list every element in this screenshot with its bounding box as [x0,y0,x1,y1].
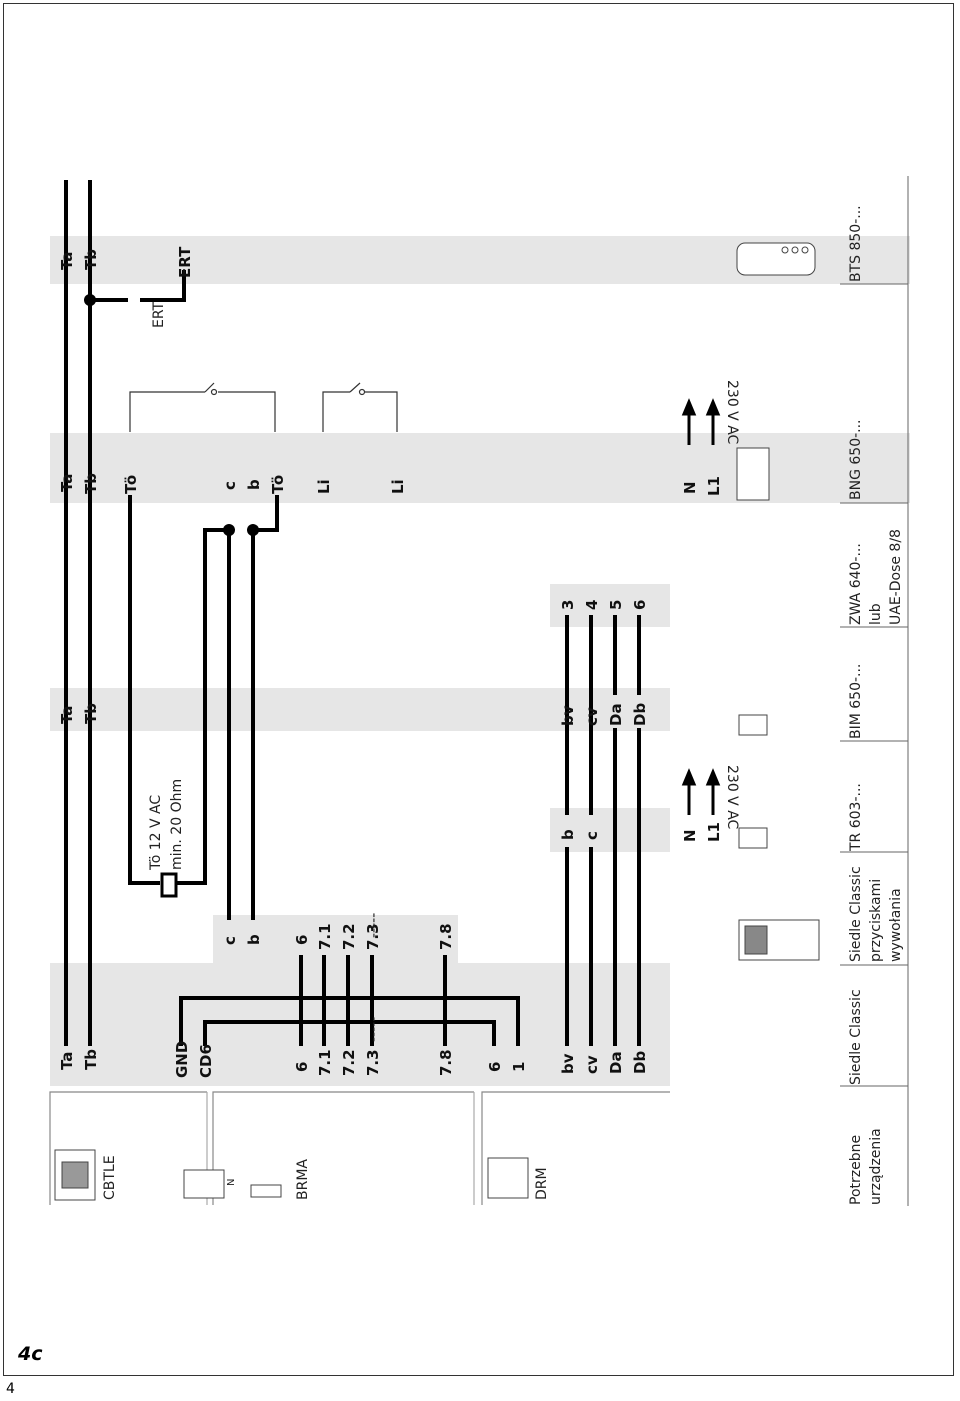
footer-col4: TR 603-... [848,783,864,852]
ert-label: ERT [151,301,167,328]
bng-b: b [245,479,263,490]
term-da: Da [607,1051,625,1074]
footer-col6-l2: lub [868,603,884,625]
voltage-label-2: 230 V AC [724,380,740,445]
term-6-2: 6 [293,935,311,945]
term-db: Db [631,1051,649,1074]
tr-icon [738,827,768,849]
page-number: 4 [6,1381,15,1397]
term-tb-1: Tb [82,1049,100,1070]
bng-tb: Tb [82,473,100,494]
term-7-2-2: 7.2 [340,923,358,950]
footer-col3-l2: przyciskami [868,879,884,962]
term-cd6: CD6 [197,1044,215,1078]
brma-icon [183,1169,225,1199]
term-cv: cv [583,1055,601,1074]
junction-dots [84,294,259,536]
bng-to: Tö [122,475,140,494]
term-gnd: GND [173,1041,191,1078]
bim-bv: bv [559,705,577,726]
tr-c: c [583,831,601,840]
device-boxes [49,1091,670,1205]
bng-to-2: Tö [269,475,287,494]
bng-n: N [681,481,699,494]
term-c-2: c [221,936,239,945]
wires [64,180,641,1046]
footer-col6-l3: UAE-Dose 8/8 [888,529,904,625]
resistor-icon [160,872,178,898]
zwa-6: 6 [631,600,649,610]
bts-ta: Ta [58,252,76,270]
footer-col1-l2: urządzenia [868,1128,884,1205]
term-bv: bv [559,1053,577,1074]
footer-col3-l1: Siedle Classic [848,866,864,962]
bng-c: c [221,481,239,490]
bng-li-2: Li [389,479,407,494]
tr-b: b [559,829,577,840]
term-6b: 6 [486,1062,504,1072]
device-drm: DRM [534,1167,550,1200]
bng-ta: Ta [58,474,76,492]
bng-l1: L1 [705,476,723,496]
device-cbtle: CBTLE [102,1155,118,1200]
bts-tb: Tb [82,249,100,270]
dashes-1: ----- [366,1017,382,1042]
bts-ert: ERT [176,246,194,278]
bim-icon [738,714,768,736]
term-7-8: 7.8 [437,1049,455,1076]
footer-col7: BNG 650-... [848,420,864,501]
footer-table [840,176,909,1206]
page-frame [3,3,954,1376]
bim-tb: Tb [82,703,100,724]
brma-dip-icon [250,1184,282,1198]
bim-ta: Ta [58,706,76,724]
device-brma-n: N [226,1179,237,1186]
tr-l1: L1 [705,822,723,842]
footer-col1-l1: Potrzebne [848,1135,864,1205]
term-7-3: 7.3 [364,1049,382,1076]
footer-col5: BIM 650-... [848,664,864,739]
power-arrows [681,398,721,815]
footer-col8: BTS 850-... [848,205,864,282]
section-tag: 4c [18,1343,43,1365]
device-icons [54,242,820,1201]
voltage-label-1: 230 V AC [724,765,740,830]
bng-li-1: Li [315,479,333,494]
bim-cv: cv [583,707,601,726]
bng-icon [736,447,770,501]
footer-col2: Siedle Classic [848,989,864,1085]
term-7-1: 7.1 [316,1049,334,1076]
term-7-2: 7.2 [340,1049,358,1076]
min-ohm-label: min. 20 Ohm [169,779,185,870]
zwa-3: 3 [559,600,577,610]
dashes-2: ----- [366,913,382,938]
bim-da: Da [607,703,625,726]
term-b-2: b [245,934,263,945]
term-7-1-2: 7.1 [316,923,334,950]
footer-col3-l3: wywołania [888,888,904,962]
term-ta-1: Ta [58,1052,76,1070]
term-1: 1 [510,1062,528,1072]
switch-icons [129,382,398,432]
to-supply-label: Tö 12 V AC [148,795,164,871]
bim-db: Db [631,703,649,726]
tr-n: N [681,829,699,842]
term-6: 6 [293,1062,311,1072]
term-7-3-2: 7.3 [364,923,382,950]
device-brma: BRMA [295,1159,311,1200]
footer-labels: Potrzebne urządzenia Siedle Classic Sied… [848,205,904,1205]
annotation-labels: Tö 12 V AC min. 20 Ohm 230 V AC 230 V AC… [102,301,740,1200]
drm-icon [487,1157,529,1199]
zwa-5: 5 [607,600,625,610]
terminal-labels: Ta Tb GND CD6 6 7.1 7.2 7.3 7.8 6 1 bv c… [58,246,723,1078]
zwa-4: 4 [583,600,601,610]
term-7-8-2: 7.8 [437,923,455,950]
footer-col6-l1: ZWA 640-... [848,543,864,625]
